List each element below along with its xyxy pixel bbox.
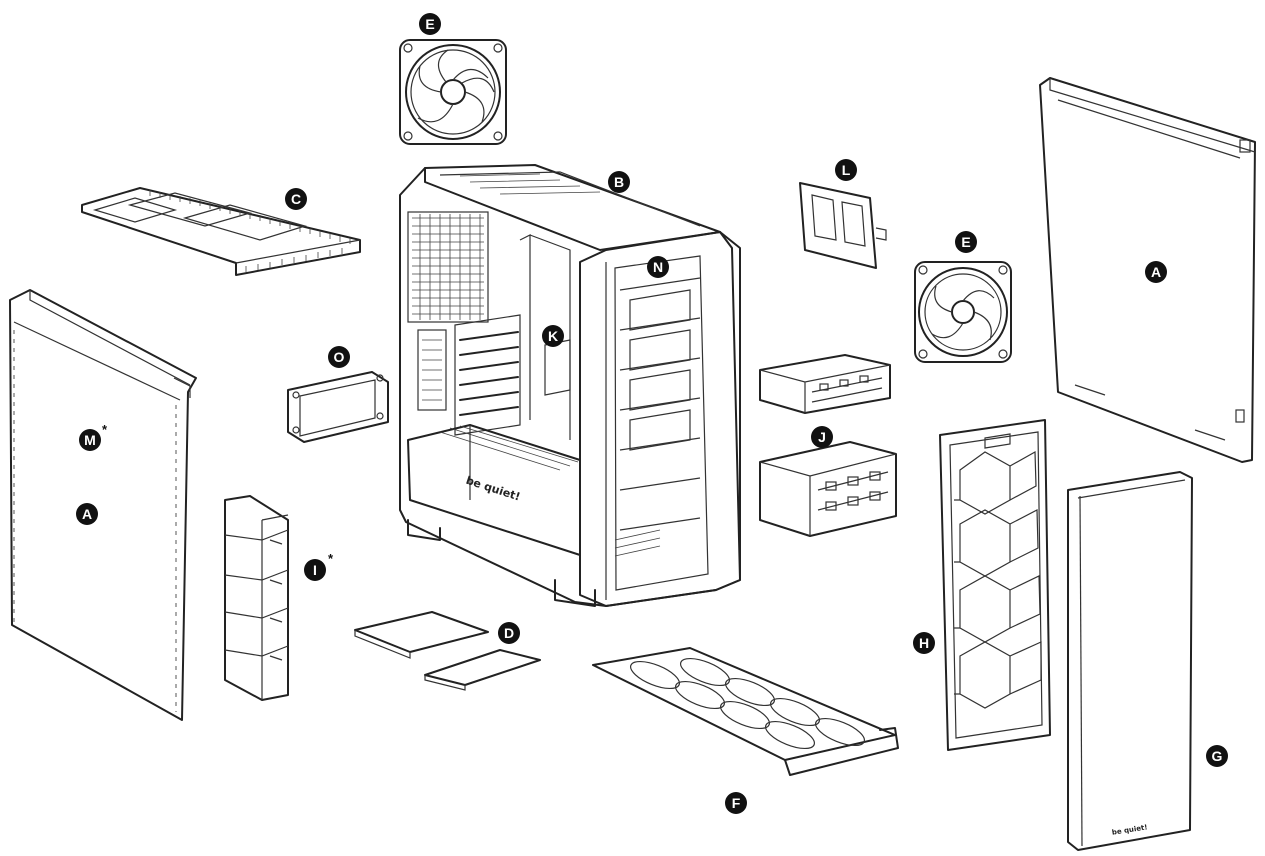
callout-H: H	[913, 632, 935, 654]
svg-text:O: O	[334, 349, 345, 365]
callout-C: C	[285, 188, 307, 210]
callout-O: O	[328, 346, 350, 368]
callout-A-right: A	[1145, 261, 1167, 283]
svg-text:A: A	[1151, 264, 1161, 280]
callout-I-asterisk: *	[328, 551, 334, 566]
main-chassis: be quiet!	[399, 164, 741, 607]
bottom-dust-filter	[592, 647, 899, 776]
front-panel-logo: be quiet!	[1111, 823, 1148, 837]
svg-text:A: A	[82, 506, 92, 522]
callout-A-left: A	[76, 503, 98, 525]
svg-text:J: J	[818, 429, 826, 445]
left-side-panel	[9, 289, 197, 721]
callout-G: G	[1206, 745, 1228, 767]
svg-text:H: H	[919, 635, 929, 651]
ssd-bracket	[287, 371, 389, 443]
svg-text:F: F	[732, 795, 741, 811]
svg-text:L: L	[842, 162, 851, 178]
svg-text:B: B	[614, 174, 624, 190]
callout-M-asterisk: *	[102, 422, 108, 437]
callout-E-right: E	[955, 231, 977, 253]
svg-text:G: G	[1212, 748, 1223, 764]
fan-front	[914, 261, 1012, 363]
callout-F: F	[725, 792, 747, 814]
svg-text:N: N	[653, 259, 663, 275]
front-dust-filter	[939, 419, 1051, 751]
svg-text:E: E	[425, 16, 434, 32]
svg-text:I: I	[313, 562, 317, 578]
hdd-bracket	[799, 182, 887, 269]
callout-L: L	[835, 159, 857, 181]
front-panel: be quiet!	[1067, 471, 1193, 851]
drive-slot-stack	[224, 495, 289, 701]
callout-N: N	[647, 256, 669, 278]
top-dust-filter	[81, 187, 361, 276]
callout-I: I *	[304, 551, 334, 581]
case-brand-logo: be quiet!	[464, 474, 522, 504]
svg-text:D: D	[504, 625, 514, 641]
svg-text:E: E	[961, 234, 970, 250]
callout-J: J	[811, 426, 833, 448]
svg-text:K: K	[548, 328, 558, 344]
callout-D: D	[498, 622, 520, 644]
svg-text:M: M	[84, 432, 96, 448]
shroud-covers	[354, 611, 541, 691]
drive-cage-lower	[759, 441, 897, 537]
drive-cage-upper	[759, 354, 891, 414]
callout-E-top: E	[419, 13, 441, 35]
right-side-panel	[1039, 77, 1256, 463]
svg-text:C: C	[291, 191, 301, 207]
fan-top	[399, 39, 507, 145]
callout-M: M *	[79, 422, 108, 451]
callout-B: B	[608, 171, 630, 193]
callout-K: K	[542, 325, 564, 347]
